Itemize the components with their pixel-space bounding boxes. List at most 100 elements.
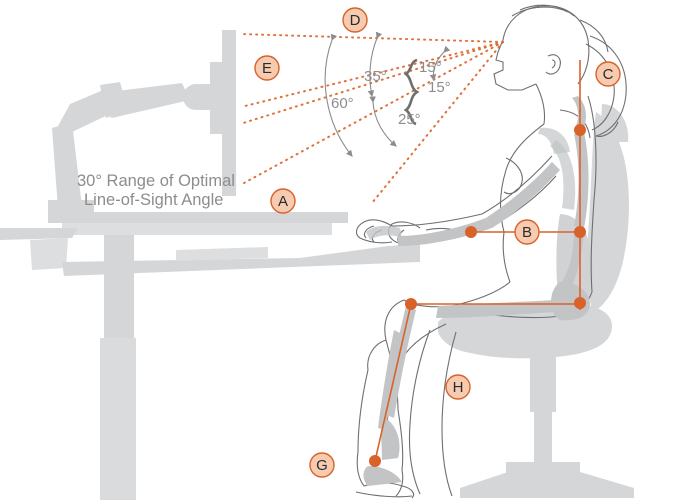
monitor-arm-base-clamp xyxy=(48,200,94,213)
desk-leg-lower xyxy=(100,338,136,500)
joint-dots-group xyxy=(369,124,586,467)
desk-leg-upper xyxy=(104,235,134,340)
chair-base-star xyxy=(460,466,634,498)
foot-bone xyxy=(363,466,402,486)
ankle-front xyxy=(356,451,365,487)
joint-wrist xyxy=(465,226,477,238)
callout-d[interactable]: D xyxy=(342,7,368,33)
callout-circle-d xyxy=(342,7,368,33)
spine-cervical xyxy=(572,96,586,128)
humerus-bone xyxy=(486,162,560,228)
ankle-back xyxy=(395,469,404,497)
calf-muscle xyxy=(381,420,400,460)
scapula-shading xyxy=(538,127,570,154)
ponytail-tip xyxy=(595,121,619,137)
chair-seat-front-edge xyxy=(438,307,495,353)
callout-letter-e: E xyxy=(262,60,272,77)
angle-15-lower-label: 15° xyxy=(428,79,451,96)
joint-ankle xyxy=(369,455,381,467)
upper-arm-top xyxy=(481,155,553,215)
hairline-1 xyxy=(511,6,569,17)
keyboard-tray-bracket xyxy=(30,238,68,270)
foot-sole xyxy=(355,491,413,498)
callout-e[interactable]: E xyxy=(254,55,280,81)
chair-headrest-upper xyxy=(600,104,629,142)
callout-badges-group: A B C D E G H xyxy=(254,7,621,478)
chest-curve xyxy=(503,157,523,195)
callout-b[interactable]: B xyxy=(514,219,540,245)
callout-letter-a: A xyxy=(278,193,288,210)
callout-circle-h xyxy=(445,374,471,400)
arc-15-degree-upper xyxy=(429,45,451,82)
hairline-2 xyxy=(519,4,575,17)
arc-25-degree xyxy=(369,96,397,147)
spine-thoracic xyxy=(574,132,589,228)
finger-1 xyxy=(363,225,375,239)
forearm-top xyxy=(391,213,483,227)
angle-arc-group xyxy=(324,31,451,157)
ponytail-outer xyxy=(589,35,627,137)
arc-60-degree xyxy=(324,33,353,157)
diagram-title: 30° Range of Optimal Line-of-Sight Angle xyxy=(77,172,235,209)
desk-apron xyxy=(62,223,332,235)
monitor-arm-pivot xyxy=(183,84,209,110)
angle-labels-group: 35° 60° 25° 15° 15° xyxy=(331,59,451,128)
callout-letter-b: B xyxy=(522,224,532,241)
hip-front xyxy=(451,281,511,307)
hair-back-band xyxy=(579,19,609,53)
joint-hip xyxy=(574,297,586,309)
chair-gas-cylinder-lower xyxy=(534,412,552,470)
chair-base-hub xyxy=(506,462,580,478)
ear xyxy=(545,54,561,75)
callout-c[interactable]: C xyxy=(595,61,621,87)
callout-circle-b xyxy=(514,219,540,245)
joint-knee xyxy=(405,298,417,310)
callout-a[interactable]: A xyxy=(270,188,296,214)
joint-elbow-back xyxy=(574,226,586,238)
monitor-arm-lower-segment xyxy=(58,88,114,132)
arc-35-degree xyxy=(367,31,383,98)
shin-front xyxy=(357,369,369,453)
radius-ulna-bone xyxy=(398,218,492,246)
callout-h[interactable]: H xyxy=(445,374,471,400)
knee-contour xyxy=(367,339,387,371)
title-line-1: 30° Range of Optimal xyxy=(77,172,235,190)
heel xyxy=(401,485,415,499)
second-leg xyxy=(408,329,431,495)
angle-35-label: 35° xyxy=(364,68,387,85)
back-line xyxy=(587,95,597,293)
monitor-panel xyxy=(222,30,236,196)
title-line-2: Line-of-Sight Angle xyxy=(84,191,223,209)
ear-inner xyxy=(551,59,556,69)
ribcage-shading xyxy=(550,140,576,210)
callout-letter-c: C xyxy=(603,66,614,83)
office-chair-group xyxy=(438,104,634,498)
callout-letter-g: G xyxy=(316,457,328,474)
desk-and-monitor-group xyxy=(0,30,420,500)
face-profile xyxy=(493,39,537,91)
monitor-arm-post xyxy=(52,122,82,209)
callout-circle-e xyxy=(254,55,280,81)
ray-60-degree xyxy=(243,41,504,184)
callout-circle-a xyxy=(270,188,296,214)
ray-lower-optimal xyxy=(371,41,504,204)
callout-g[interactable]: G xyxy=(309,452,335,478)
spine-lumbar xyxy=(562,230,584,286)
second-leg-2 xyxy=(441,331,457,497)
angle-15-upper-label: 15° xyxy=(419,59,442,76)
callout-letter-h: H xyxy=(453,379,464,396)
neck-front xyxy=(535,83,546,125)
chair-backrest xyxy=(587,112,629,312)
callout-circle-c xyxy=(595,61,621,87)
brace-15-degrees xyxy=(403,58,420,126)
fibula-bone xyxy=(378,330,402,430)
hand-back xyxy=(355,219,393,244)
skeleton-shading-group xyxy=(363,96,590,486)
angle-60-label: 60° xyxy=(331,95,354,112)
angle-25-label: 25° xyxy=(398,111,421,128)
desk-surface xyxy=(48,212,348,223)
keyboard-front-lip xyxy=(176,247,268,261)
ponytail-inner xyxy=(585,43,615,131)
callout-letter-d: D xyxy=(350,12,361,29)
